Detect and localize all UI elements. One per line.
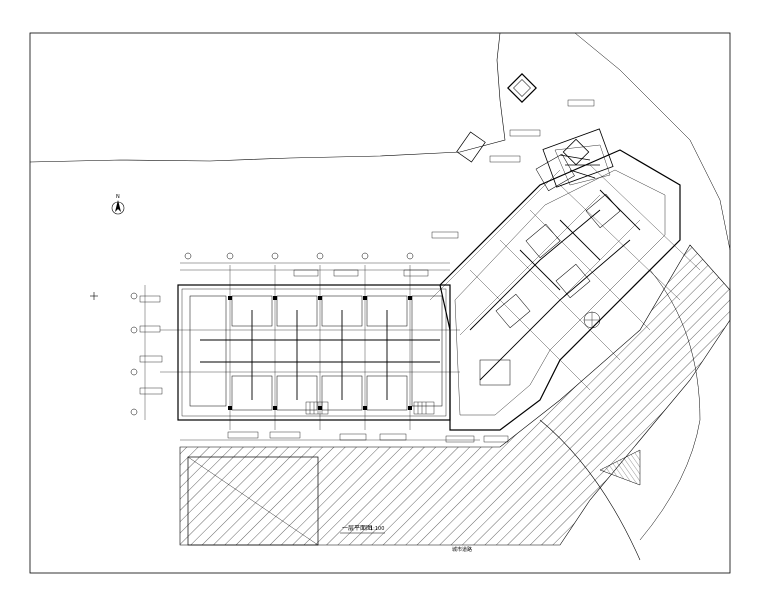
plan-title-block: 一层平面图 1:100 — [340, 525, 385, 534]
building-main-block — [160, 265, 460, 430]
north-arrow-label: N — [116, 194, 120, 200]
ramp-triangle — [599, 449, 641, 486]
survey-marker-icon — [90, 292, 98, 300]
machine-room-cluster — [542, 128, 614, 188]
site-boundary-line — [29, 32, 506, 163]
building-angled-wing — [429, 149, 701, 431]
annotation-tags — [139, 99, 595, 443]
dimension-lines — [144, 262, 480, 441]
equipment-pad-north — [456, 73, 537, 163]
road-curve-outer — [639, 269, 701, 541]
parking-area — [187, 456, 319, 546]
road-curve — [539, 419, 641, 561]
plan-scale: 1:100 — [370, 526, 384, 532]
parking-diagonal — [187, 456, 319, 546]
hatched-road-zone — [179, 244, 731, 546]
north-arrow: N — [111, 194, 125, 215]
road-label: 城市道路 — [452, 546, 472, 553]
east-boundary-line — [574, 32, 731, 251]
grid-axis-bubbles — [130, 252, 414, 416]
plan-title: 一层平面图 — [342, 525, 372, 532]
